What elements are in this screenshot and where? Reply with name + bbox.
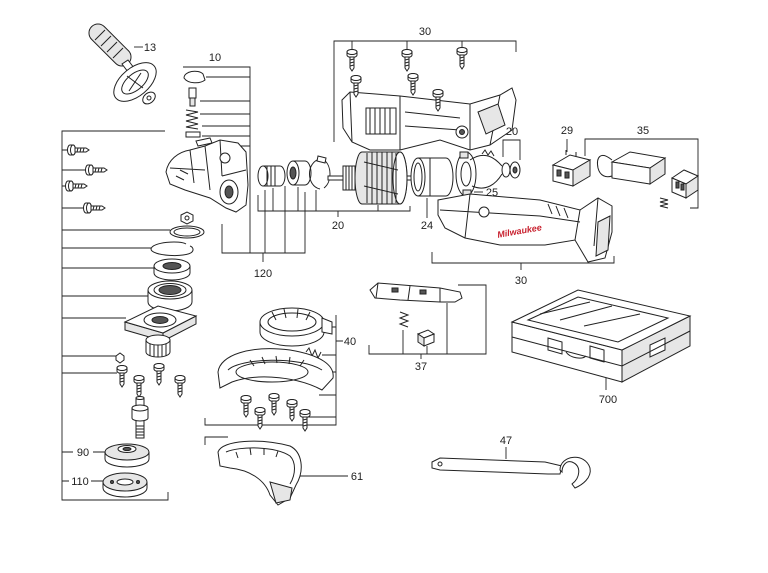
switch-slider <box>369 282 463 303</box>
screw <box>85 164 108 176</box>
end-bearing <box>501 161 521 179</box>
screw <box>116 365 128 388</box>
hex-nut <box>180 211 194 225</box>
label-120: 120 <box>254 268 272 280</box>
left-screws <box>65 144 108 214</box>
label-20-right: 20 <box>506 126 518 138</box>
outer-nut <box>102 472 148 498</box>
screw <box>240 395 252 418</box>
label-40: 40 <box>344 336 356 348</box>
brush-parts <box>183 70 213 147</box>
retaining-clip <box>309 155 331 190</box>
bearing-flange-plate <box>123 305 198 358</box>
screw <box>254 407 266 430</box>
label-47: 47 <box>500 435 512 447</box>
large-bearing <box>147 280 193 312</box>
thin-ring <box>169 225 205 239</box>
bearing <box>286 160 312 186</box>
screw <box>133 375 145 398</box>
housing-half-top <box>341 87 517 151</box>
screw <box>456 47 468 70</box>
stator-can <box>410 157 454 197</box>
switch-module <box>551 150 592 187</box>
label-110: 110 <box>71 476 89 488</box>
screw <box>401 49 413 72</box>
label-30-bottom: 30 <box>515 275 527 287</box>
small-nut <box>115 352 125 364</box>
label-24: 24 <box>421 220 433 232</box>
label-25: 25 <box>486 187 498 199</box>
gear-head-housing <box>165 139 249 213</box>
small-bearing <box>153 258 191 281</box>
label-37: 37 <box>415 361 427 373</box>
part-number-labels: 13 10 30 20 29 35 25 20 24 30 120 40 37 … <box>71 26 649 488</box>
label-10: 10 <box>209 52 221 64</box>
spanner-wrench <box>431 456 591 489</box>
inner-flange <box>104 443 150 468</box>
battery-terminal-block <box>597 151 700 209</box>
side-handle <box>88 23 157 105</box>
guard-body <box>217 348 334 391</box>
screw <box>268 393 280 416</box>
screw <box>83 202 106 214</box>
slider-spring <box>398 311 410 328</box>
label-35: 35 <box>637 125 649 137</box>
screw <box>65 180 88 192</box>
armature <box>327 151 415 205</box>
guard-spring <box>305 346 322 360</box>
slider-lever <box>416 329 436 347</box>
label-13: 13 <box>144 42 156 54</box>
label-29: 29 <box>561 125 573 137</box>
label-90: 90 <box>77 447 89 459</box>
housing-half-bottom: Milwaukee <box>437 193 613 263</box>
label-20-armature: 20 <box>332 220 344 232</box>
label-700: 700 <box>599 394 617 406</box>
circlip <box>150 241 194 257</box>
screw <box>153 363 165 386</box>
pinion-gear <box>257 165 286 187</box>
screw <box>67 144 90 156</box>
screw <box>174 375 186 398</box>
plate-screws <box>116 363 186 398</box>
screw <box>299 409 311 432</box>
label-61: 61 <box>351 471 363 483</box>
screw <box>407 73 419 96</box>
spindle <box>131 396 149 439</box>
carrying-case <box>510 289 692 383</box>
label-30-top: 30 <box>419 26 431 38</box>
screw <box>286 399 298 422</box>
wheel-guard <box>217 440 302 506</box>
guard-clamp-ring <box>259 307 333 347</box>
screw <box>346 49 358 72</box>
